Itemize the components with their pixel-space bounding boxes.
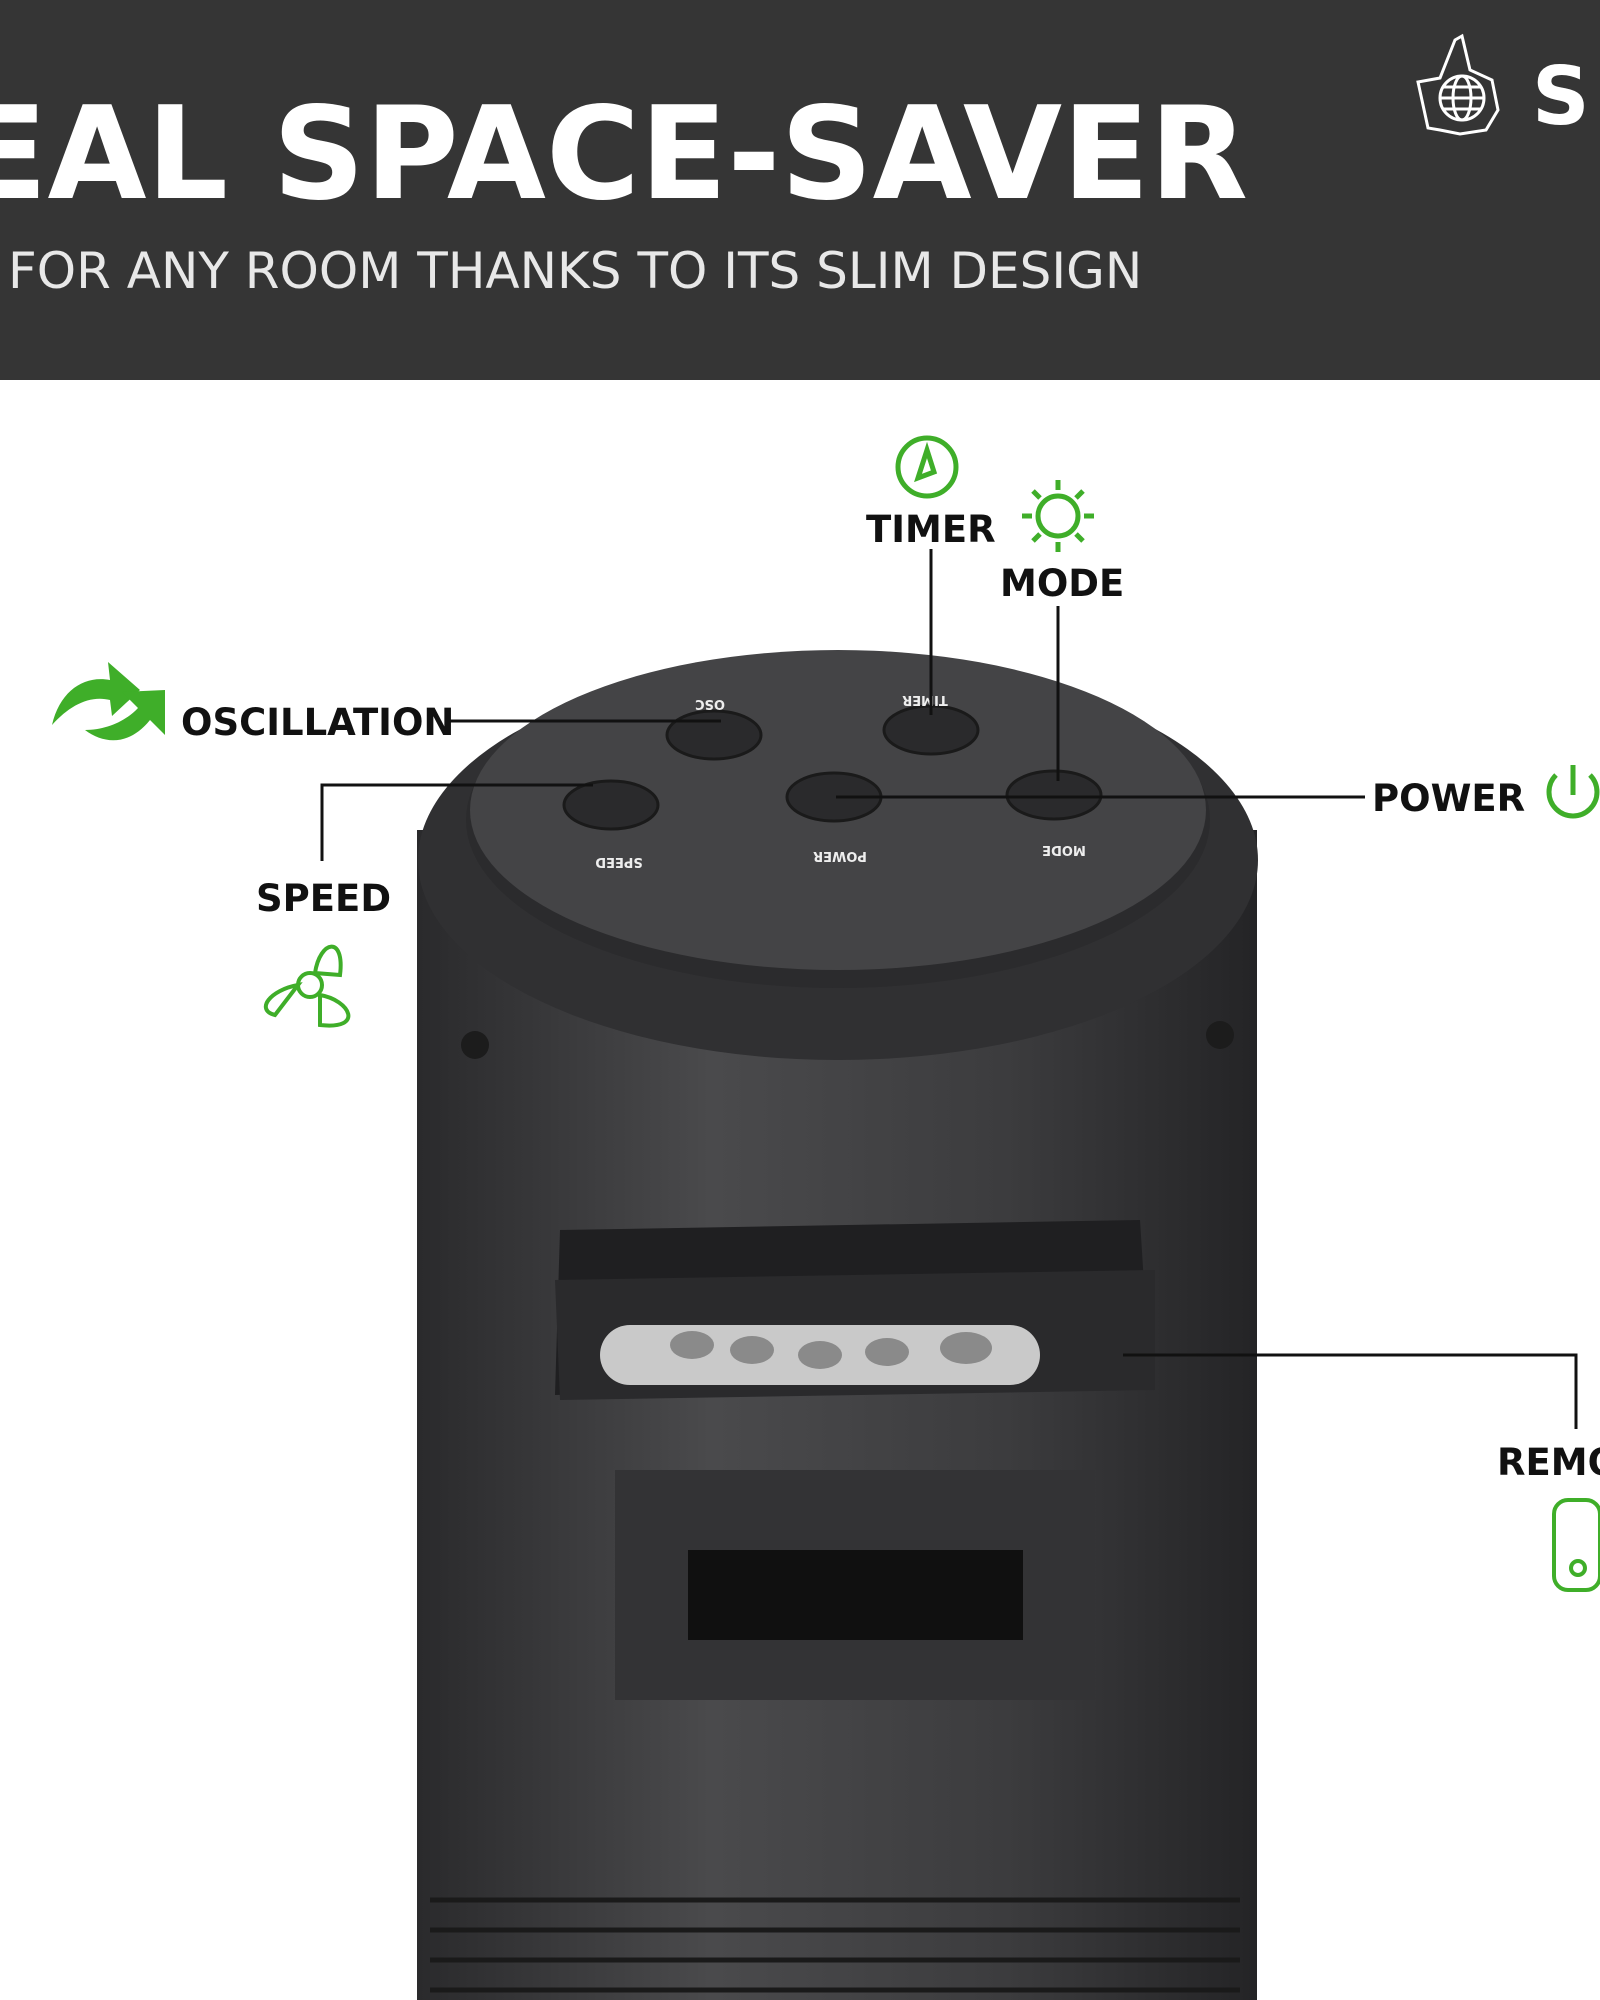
oscillation-arrows-icon [52,662,165,741]
tower-fan: OSC TIMER SPEED POWER MODE [417,650,1258,2000]
power-label: POWER [1372,777,1525,820]
mode-button-label: MODE [1042,842,1086,857]
mode-button[interactable] [1005,769,1103,821]
header-banner [0,0,1600,380]
speed-button-label: SPEED [595,854,643,869]
header-title: EAL SPACE-SAVER [0,80,1248,229]
logo-text: S [1532,50,1590,143]
header-subtitle: FOR ANY ROOM THANKS TO ITS SLIM DESIGN [8,242,1142,300]
osc-button-label: OSC [695,696,725,711]
power-button-label: POWER [813,848,867,863]
thumbs-up-globe-icon [1416,33,1500,136]
fan-speed-icon [263,944,351,1028]
remote-label: REMO [1497,1441,1600,1484]
timer-icon [895,435,959,499]
callout-lines [320,549,1578,1429]
power-icon [1546,765,1600,819]
mode-label: MODE [1000,562,1124,605]
speed-button[interactable] [562,779,660,831]
timer-button-label: TIMER [902,692,948,707]
remote-icon [1552,1498,1600,1592]
oscillation-label: OSCILLATION [181,701,454,744]
osc-button[interactable] [665,709,763,761]
timer-label: TIMER [866,508,996,551]
speed-label: SPEED [256,877,391,920]
sun-mode-icon [1022,480,1094,552]
